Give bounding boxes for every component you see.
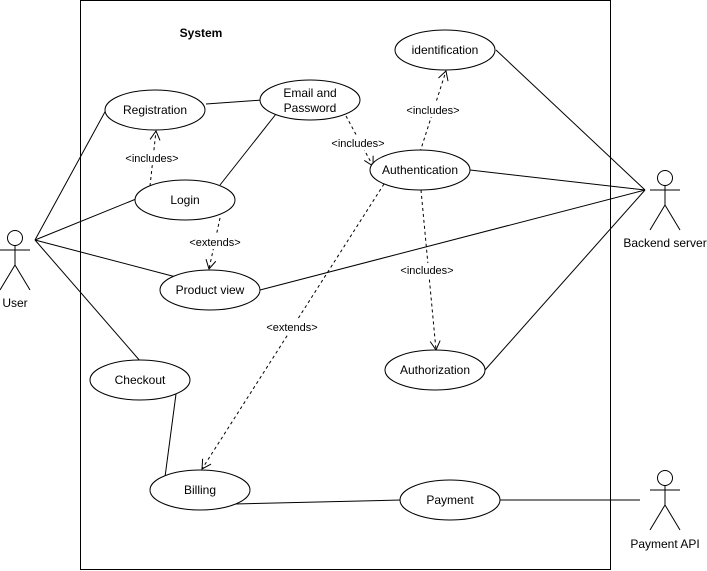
use-case-product-view-label: Product view xyxy=(176,283,245,297)
use-case-product-view[interactable]: Product view xyxy=(159,269,261,311)
use-case-checkout[interactable]: Checkout xyxy=(89,359,191,401)
actor-backend-server[interactable] xyxy=(649,170,681,231)
use-case-authentication[interactable]: Authentication xyxy=(369,149,471,191)
label-extends-product-view: <extends> xyxy=(189,237,240,249)
system-boundary xyxy=(80,0,611,570)
use-case-registration-label: Registration xyxy=(123,103,187,117)
label-includes-registration: <includes> xyxy=(125,153,178,165)
use-case-payment-label: Payment xyxy=(426,493,474,507)
assoc-billing-payment xyxy=(234,499,402,505)
assoc-user-login xyxy=(34,198,137,241)
relation-labels: <includes> <includes> <includes> <includ… xyxy=(124,103,461,334)
actor-payment-api[interactable] xyxy=(649,470,681,531)
label-includes-authorization: <includes> xyxy=(400,265,453,277)
actor-backend-server-head xyxy=(657,170,673,186)
use-case-registration[interactable]: Registration xyxy=(104,89,206,131)
system-title: System xyxy=(180,26,223,40)
assoc-productview-backend xyxy=(259,189,646,291)
assoc-authorization-backend xyxy=(484,189,646,371)
use-case-payment[interactable]: Payment xyxy=(399,479,501,521)
actor-payment-api-head xyxy=(657,470,673,486)
use-case-billing-label: Billing xyxy=(184,483,216,497)
use-case-email-password-label-2: Password xyxy=(284,101,337,115)
actor-payment-api-label: Payment API xyxy=(630,537,699,551)
actor-user-label: User xyxy=(2,296,27,310)
use-case-identification[interactable]: identification xyxy=(394,29,496,71)
assoc-login-email xyxy=(219,113,277,186)
use-case-checkout-label: Checkout xyxy=(115,373,166,387)
use-case-identification-label: identification xyxy=(412,43,479,57)
assoc-user-checkout xyxy=(34,239,142,363)
use-case-email-password[interactable]: Email and Password xyxy=(259,79,361,121)
label-extends-billing: <extends> xyxy=(266,322,317,334)
actor-backend-server-label: Backend server xyxy=(623,236,706,250)
use-case-login[interactable]: Login xyxy=(134,179,236,221)
label-includes-identification: <includes> xyxy=(406,105,459,117)
actor-user[interactable] xyxy=(0,230,31,291)
assoc-authentication-backend xyxy=(469,169,646,191)
assoc-identification-backend xyxy=(495,49,646,191)
use-case-billing[interactable]: Billing xyxy=(149,469,251,511)
label-includes-authentication: <includes> xyxy=(331,138,384,150)
assoc-user-registration xyxy=(34,109,107,241)
use-case-authorization-label: Authorization xyxy=(400,363,470,377)
use-cases: identification Registration Email and Pa… xyxy=(89,29,501,521)
use-case-email-password-label-1: Email and xyxy=(283,86,336,100)
use-case-authorization[interactable]: Authorization xyxy=(384,349,486,391)
use-case-authentication-label: Authentication xyxy=(382,163,458,177)
assoc-registration-email xyxy=(205,99,263,105)
use-case-login-label: Login xyxy=(170,193,199,207)
actor-user-head xyxy=(7,230,23,246)
associations xyxy=(34,49,646,505)
assoc-user-product-view xyxy=(34,239,177,278)
assoc-checkout-billing xyxy=(164,393,177,478)
